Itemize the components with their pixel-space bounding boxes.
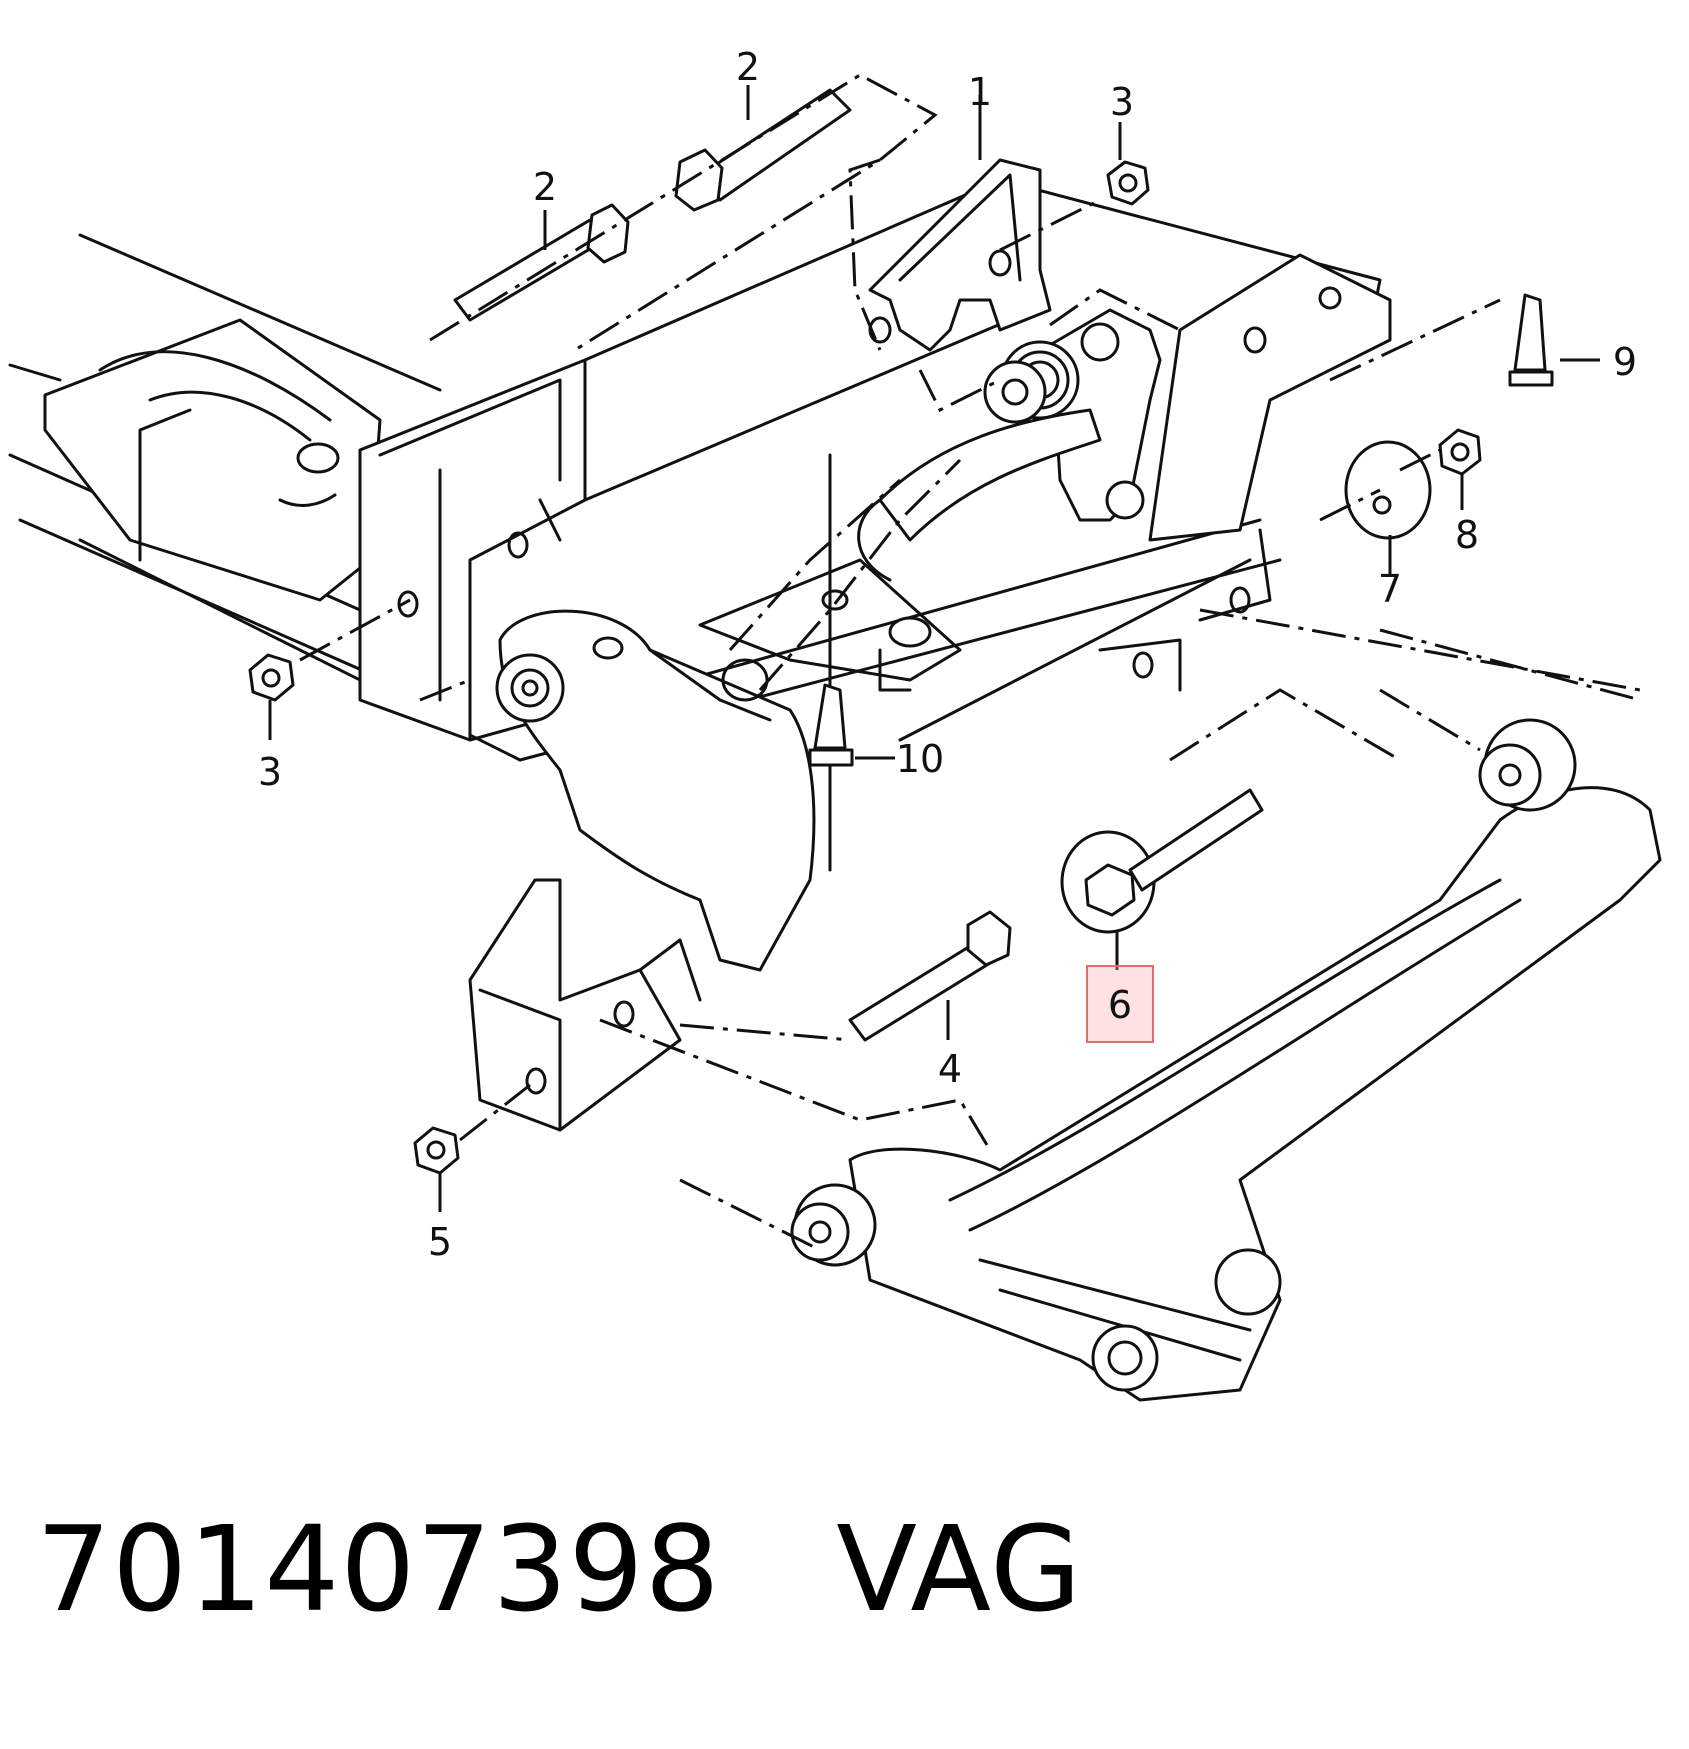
callout-3-left[interactable]: 3: [258, 750, 282, 794]
screw-part-10: [808, 683, 854, 767]
callout-labels: 1 2 2 3 3 4 5 6 7 8 9 10: [258, 45, 1637, 1264]
nut-part-3-left: [248, 653, 295, 702]
nut-part-3-top: [1106, 160, 1150, 206]
callout-10[interactable]: 10: [896, 737, 944, 781]
bolt-part-2-left: [453, 203, 630, 322]
part-number-label: 701407398 VAG: [36, 1500, 1083, 1638]
stabilizer-bearing-assembly: [857, 308, 1162, 582]
callout-2-top[interactable]: 2: [736, 45, 760, 89]
callout-8[interactable]: 8: [1455, 513, 1479, 557]
washer-part-7: [1344, 440, 1432, 540]
callout-7[interactable]: 7: [1378, 567, 1402, 611]
assembly-center-lines: [299, 73, 1641, 1252]
bolt-part-4: [848, 910, 1012, 1042]
screw-part-9: [1508, 293, 1554, 387]
callout-9[interactable]: 9: [1613, 340, 1637, 384]
callout-3-top[interactable]: 3: [1110, 80, 1134, 124]
subframe-crossmember: [8, 178, 1392, 1132]
lower-control-arm: [790, 718, 1662, 1402]
nut-part-8: [1438, 428, 1482, 476]
bolt-part-2-top: [674, 88, 852, 212]
callout-6[interactable]: 6: [1108, 983, 1132, 1027]
callout-4[interactable]: 4: [938, 1047, 962, 1091]
callout-2-left[interactable]: 2: [533, 165, 557, 209]
callout-6-highlight: [1086, 965, 1154, 1043]
eccentric-bolt-part-6: [1060, 788, 1264, 934]
callout-leaders: [268, 85, 1600, 1212]
callout-5[interactable]: 5: [428, 1220, 452, 1264]
mount-bracket-part-1: [868, 158, 1052, 352]
callout-1[interactable]: 1: [968, 70, 992, 114]
nut-part-5: [413, 1126, 460, 1175]
